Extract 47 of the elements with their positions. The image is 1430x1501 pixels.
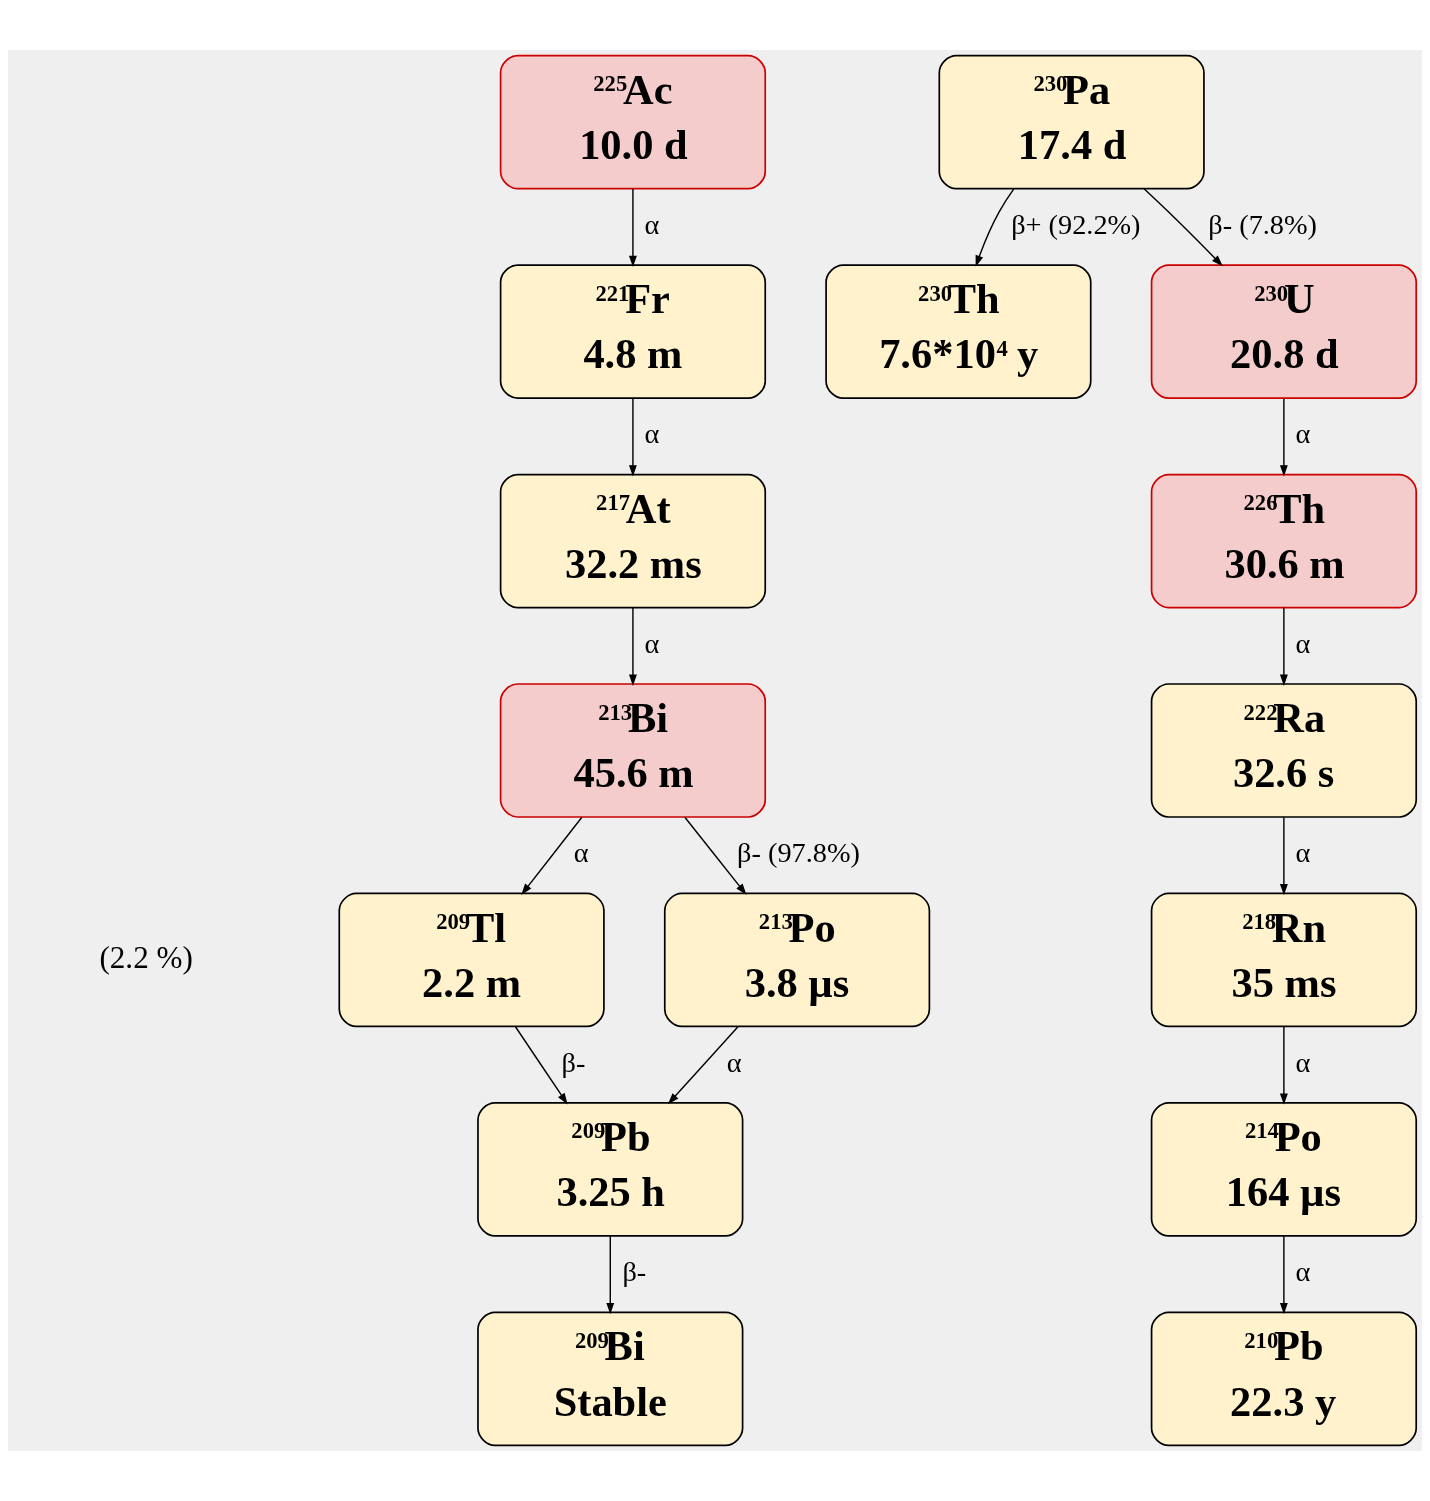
node-box: $^{217}$At 32.2 ms <box>499 473 767 609</box>
arrow <box>514 1026 568 1105</box>
node-box: $^{226}$Th 30.6 m <box>1150 473 1418 609</box>
node-box: $^{218}$Rn 35 ms <box>1150 892 1418 1028</box>
node-box: $^{209}$Tl 2.2 m <box>338 892 605 1028</box>
arrow <box>975 188 1015 267</box>
arrow <box>628 397 637 477</box>
arrow <box>628 607 637 686</box>
edge-label: β- <box>622 1256 647 1288</box>
edge-label: α <box>1295 1046 1311 1078</box>
arrow <box>1279 816 1288 896</box>
node-box: $^{225}$Ac 10.0 d <box>499 54 767 190</box>
edge-label: α <box>726 1046 742 1078</box>
arrow <box>1279 1235 1288 1315</box>
node-box: $^{230}$U 20.8 d <box>1150 264 1418 399</box>
arrow <box>667 1026 739 1105</box>
edge-label: β- (97.8%) <box>737 837 860 869</box>
arrow <box>628 188 637 268</box>
edge-label: β- (7.8%) <box>1208 208 1318 240</box>
arrow <box>606 1235 615 1315</box>
label: (2.2 %) <box>99 939 193 975</box>
node-box: $^{209}$Bi Stable <box>477 1311 744 1447</box>
arrow <box>684 816 747 895</box>
arrow <box>1279 397 1288 477</box>
edge-label: α <box>573 837 589 869</box>
edge-label: β+ (92.2%) <box>1011 208 1141 240</box>
arrow <box>1279 607 1288 686</box>
node-box: $^{210}$Pb 22.3 y <box>1150 1311 1418 1447</box>
edge-label: α <box>1295 1256 1311 1288</box>
edge-label: α <box>1295 418 1311 450</box>
edge-label: α <box>644 208 660 240</box>
node-box: $^{213}$Bi 45.6 m <box>499 683 767 818</box>
node-box: $^{213}$Po 3.8 µs <box>663 892 931 1028</box>
arrow <box>521 816 583 895</box>
edge-label: β- <box>561 1046 586 1078</box>
node-box: $^{214}$Po 164 µs <box>1150 1102 1418 1237</box>
node-box: $^{222}$Ra 32.6 s <box>1150 683 1418 818</box>
node-box: $^{221}$Fr 4.8 m <box>499 264 767 399</box>
edge-label: α <box>644 418 660 450</box>
arrow <box>1279 1026 1288 1105</box>
node-box: $^{230}$Pa 17.4 d <box>938 54 1205 190</box>
node-box: $^{209}$Pb 3.25 h <box>477 1102 744 1237</box>
node-box: $^{230}$Th 7.6*10$^{4}$ y <box>825 264 1092 399</box>
arrow <box>1143 188 1223 267</box>
edge-label: α <box>644 627 660 659</box>
edge-label: α <box>1295 837 1311 869</box>
edge-label: α <box>1295 627 1311 659</box>
